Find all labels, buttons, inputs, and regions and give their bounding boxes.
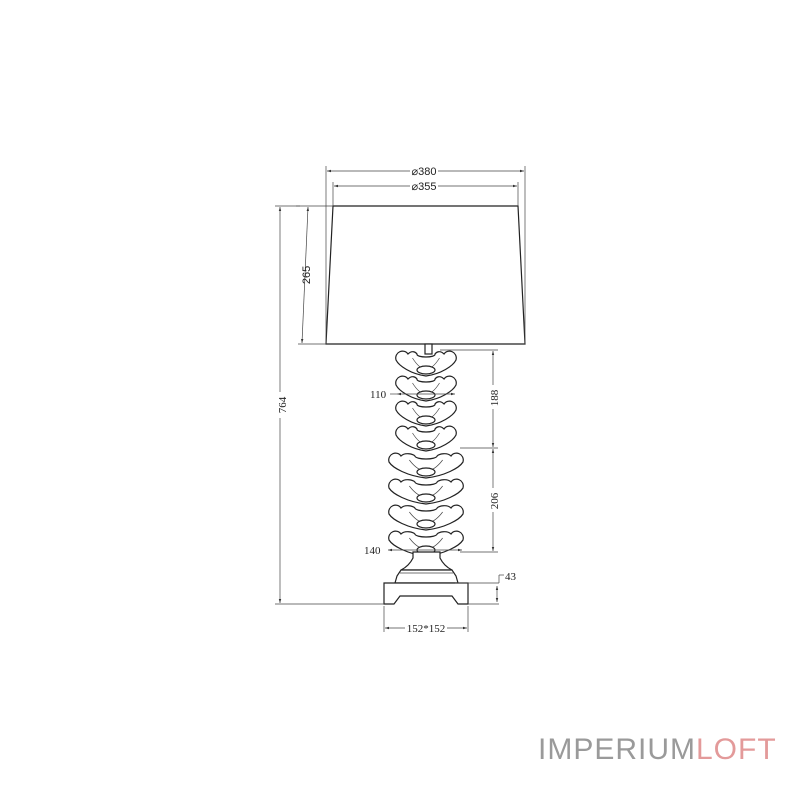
lamp-shade: [325, 205, 526, 345]
leaf-cup: [416, 415, 436, 425]
dimension-lower-width: 140: [364, 545, 462, 557]
label-shade-height: 265: [301, 266, 313, 284]
lamp-urn: [400, 551, 453, 571]
leaf-cup: [416, 467, 436, 477]
label-lower-height: 206: [489, 492, 501, 509]
imperiumloft-logo: IMPERIUMLOFT: [538, 733, 777, 767]
dimension-total-height: 764: [275, 205, 384, 605]
label-shade-inner: ⌀355: [412, 181, 437, 193]
logo-part1: IMPERIUM: [538, 733, 696, 766]
label-base-size: 152*152: [407, 623, 446, 635]
leaf-cup: [416, 440, 436, 450]
label-upper-height: 188: [489, 389, 501, 406]
leaf-cup: [416, 390, 436, 400]
leaf-cup: [416, 365, 436, 375]
lamp-base: [383, 582, 469, 605]
leaf-cup: [416, 519, 436, 529]
label-shade-outer: ⌀380: [412, 166, 437, 178]
dimension-body-heights: 188 206: [440, 349, 501, 553]
dimension-base-size: 152*152: [383, 606, 469, 635]
lamp-body-leaves: [388, 350, 464, 557]
leaf-tier: [395, 350, 457, 377]
lamp-stem: [424, 343, 433, 355]
leaf-tier: [388, 504, 464, 531]
logo-part2: LOFT: [696, 733, 777, 766]
dimension-shade-inner: ⌀355: [332, 181, 519, 206]
leaf-tier: [388, 452, 464, 479]
label-total-height: 764: [277, 396, 289, 413]
leaf-tier: [388, 478, 464, 505]
label-lower-width: 140: [364, 545, 381, 557]
label-base-height: 43: [505, 571, 517, 583]
label-upper-width: 110: [370, 389, 387, 401]
leaf-tier: [395, 400, 457, 427]
dimension-upper-width: 110: [370, 389, 455, 401]
leaf-cup: [416, 493, 436, 503]
dimension-shade-outer: ⌀380: [325, 166, 526, 344]
lamp-plinth: [394, 569, 459, 584]
dimension-shade-height: 265: [296, 205, 333, 345]
leaf-tier: [395, 425, 457, 452]
dimension-base-height: 43: [455, 571, 517, 605]
